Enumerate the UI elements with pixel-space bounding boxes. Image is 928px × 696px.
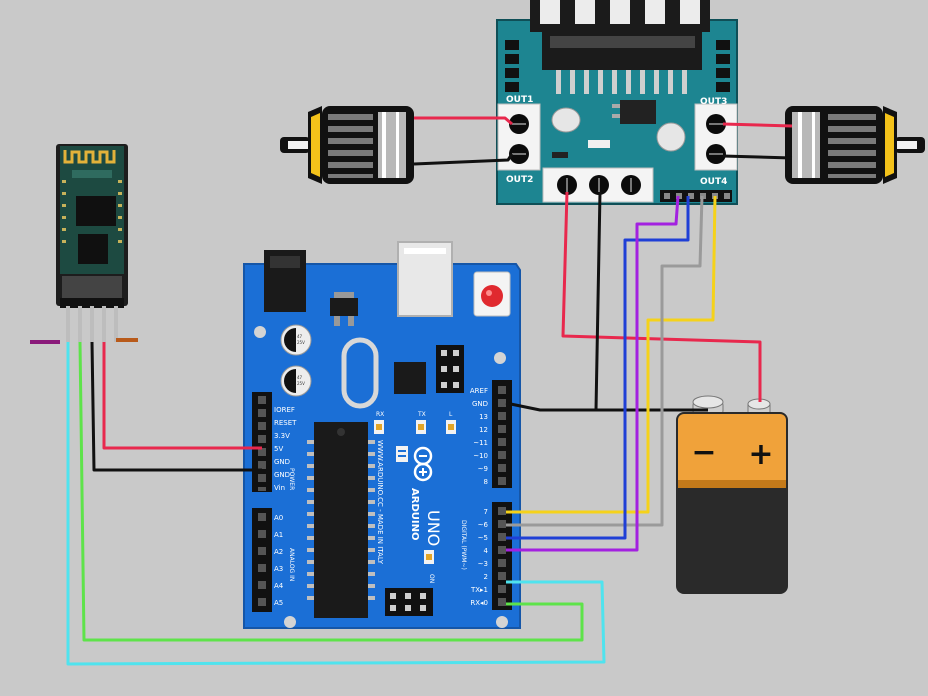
svg-text:47: 47 — [297, 375, 303, 380]
pin-label-aref: AREF — [470, 387, 488, 395]
atmega-chip — [307, 422, 375, 618]
battery-plus-label: + — [748, 437, 773, 472]
pin-label-10: ~10 — [473, 452, 488, 460]
digital-top-pin-labels: AREF GND 13 12 ~11 ~10 ~9 8 — [470, 387, 488, 486]
pin-label-2: 2 — [484, 573, 488, 581]
digital-bottom-pin-labels: 7 ~6 ~5 4 ~3 2 TX▸1 RX◂0 — [470, 508, 489, 607]
svg-text:25V: 25V — [297, 340, 305, 345]
pin-label-12: 12 — [479, 426, 488, 434]
arduino-logo: ARDUINO — [396, 446, 433, 540]
icsp-header-bottom[interactable] — [385, 588, 433, 616]
wire-pin5-blue — [506, 196, 690, 540]
pin-label-5v: 5V — [274, 445, 283, 453]
label-out1: OUT1 — [506, 95, 533, 105]
usb-port[interactable] — [397, 241, 453, 317]
battery-9v: − + — [676, 395, 788, 594]
wire-arduino-gnd-black — [505, 401, 600, 412]
wire-bt-gnd-black — [90, 341, 262, 472]
pin-label-rx0: RX◂0 — [470, 599, 488, 607]
pin-label-3v3: 3.3V — [274, 432, 290, 440]
pin-label-a1: A1 — [274, 531, 283, 539]
left-motor — [280, 106, 414, 184]
uno-text: UNO — [424, 510, 443, 546]
driver-heatsink — [530, 0, 710, 94]
website-text: WWW.ARDUINO.CC - MADE IN ITALY — [376, 440, 384, 565]
digital-header-top[interactable] — [492, 380, 512, 488]
battery-minus-terminal[interactable] — [692, 395, 724, 415]
wires — [66, 116, 793, 666]
analog-header-label: ANALOG IN — [288, 548, 295, 581]
pin-label-reset: RESET — [274, 419, 297, 427]
wire-bt-cyan — [66, 342, 606, 666]
led-label-on: ON — [428, 574, 435, 583]
wire-pin3-purple — [506, 195, 680, 552]
right-motor — [785, 106, 925, 184]
pin-label-a5: A5 — [274, 599, 283, 607]
pin-label-a3: A3 — [274, 565, 283, 573]
power-header-label: POWER — [288, 468, 295, 490]
analog-pin-labels: A0 A1 A2 A3 A4 A5 — [274, 514, 284, 607]
pin-label-gnd-1: GND — [274, 458, 290, 466]
power-header[interactable] — [252, 392, 272, 492]
pin-label-7: 7 — [484, 508, 488, 516]
pin-label-a4: A4 — [274, 582, 284, 590]
pin-label-8: 8 — [484, 478, 488, 486]
driver-input-header[interactable] — [660, 190, 732, 202]
svg-text:47: 47 — [297, 334, 303, 339]
wire-pin7-yellow — [506, 195, 717, 514]
digital-header-bottom[interactable] — [492, 502, 512, 610]
reset-button[interactable] — [473, 271, 511, 317]
pin-label-ioref: IOREF — [274, 406, 295, 414]
arduino-logo-text: ARDUINO — [409, 488, 420, 540]
led-label-tx: TX — [417, 411, 426, 418]
wire-right-motor-black — [722, 154, 793, 160]
label-out2: OUT2 — [506, 175, 533, 185]
pin-label-5: ~5 — [478, 534, 488, 542]
wire-pin6-gray — [506, 195, 704, 527]
driver-regulator — [620, 100, 656, 124]
motor-driver-module: OUT1 OUT2 OUT3 OUT4 — [496, 0, 738, 205]
capacitor: 47 25V — [280, 365, 312, 397]
bluetooth-pins[interactable] — [66, 306, 118, 342]
power-pin-labels: IOREF RESET 3.3V 5V GND GND Vin — [274, 406, 297, 492]
bluetooth-module — [30, 144, 138, 344]
arduino-uno-board: 47 25V 47 25V RX TX L ON — [243, 241, 521, 629]
pin-label-gnd-d: GND — [472, 400, 488, 408]
out3-out4-terminal[interactable] — [694, 103, 738, 171]
pin-label-tx1: TX▸1 — [470, 586, 488, 594]
pin-label-13: 13 — [479, 413, 488, 421]
wire-bt-vcc-red — [102, 342, 262, 450]
pin-label-6: ~6 — [478, 521, 489, 529]
pin-label-11: ~11 — [473, 439, 488, 447]
led-label-l: L — [449, 411, 453, 418]
driver-side-headers — [505, 40, 730, 92]
pin-label-4: 4 — [484, 547, 489, 555]
driver-capacitor — [656, 122, 686, 152]
pin-label-vin: Vin — [274, 484, 285, 492]
pin-label-a0: A0 — [274, 514, 283, 522]
icsp-header[interactable] — [436, 345, 464, 393]
pin-label-gnd-2: GND — [274, 471, 290, 479]
crystal-oscillator — [341, 337, 379, 409]
wire-left-motor-red — [414, 116, 513, 126]
battery-minus-label: − — [691, 435, 716, 470]
driver-power-terminal[interactable] — [542, 167, 654, 203]
digital-header-label: DIGITAL (PWM~) — [460, 520, 467, 570]
pin-label-9: ~9 — [478, 465, 488, 473]
wire-bt-green — [78, 341, 584, 642]
led-label-rx: RX — [376, 411, 384, 418]
svg-text:25V: 25V — [297, 381, 305, 386]
pin-label-a2: A2 — [274, 548, 283, 556]
analog-header[interactable] — [252, 508, 272, 612]
capacitor: 47 25V — [280, 324, 312, 356]
driver-capacitor — [551, 107, 581, 133]
pin-label-3: ~3 — [478, 560, 488, 568]
wire-right-motor-red — [722, 122, 793, 128]
label-out4: OUT4 — [700, 177, 727, 187]
wire-left-motor-black — [413, 153, 514, 166]
label-out3: OUT3 — [700, 97, 727, 107]
